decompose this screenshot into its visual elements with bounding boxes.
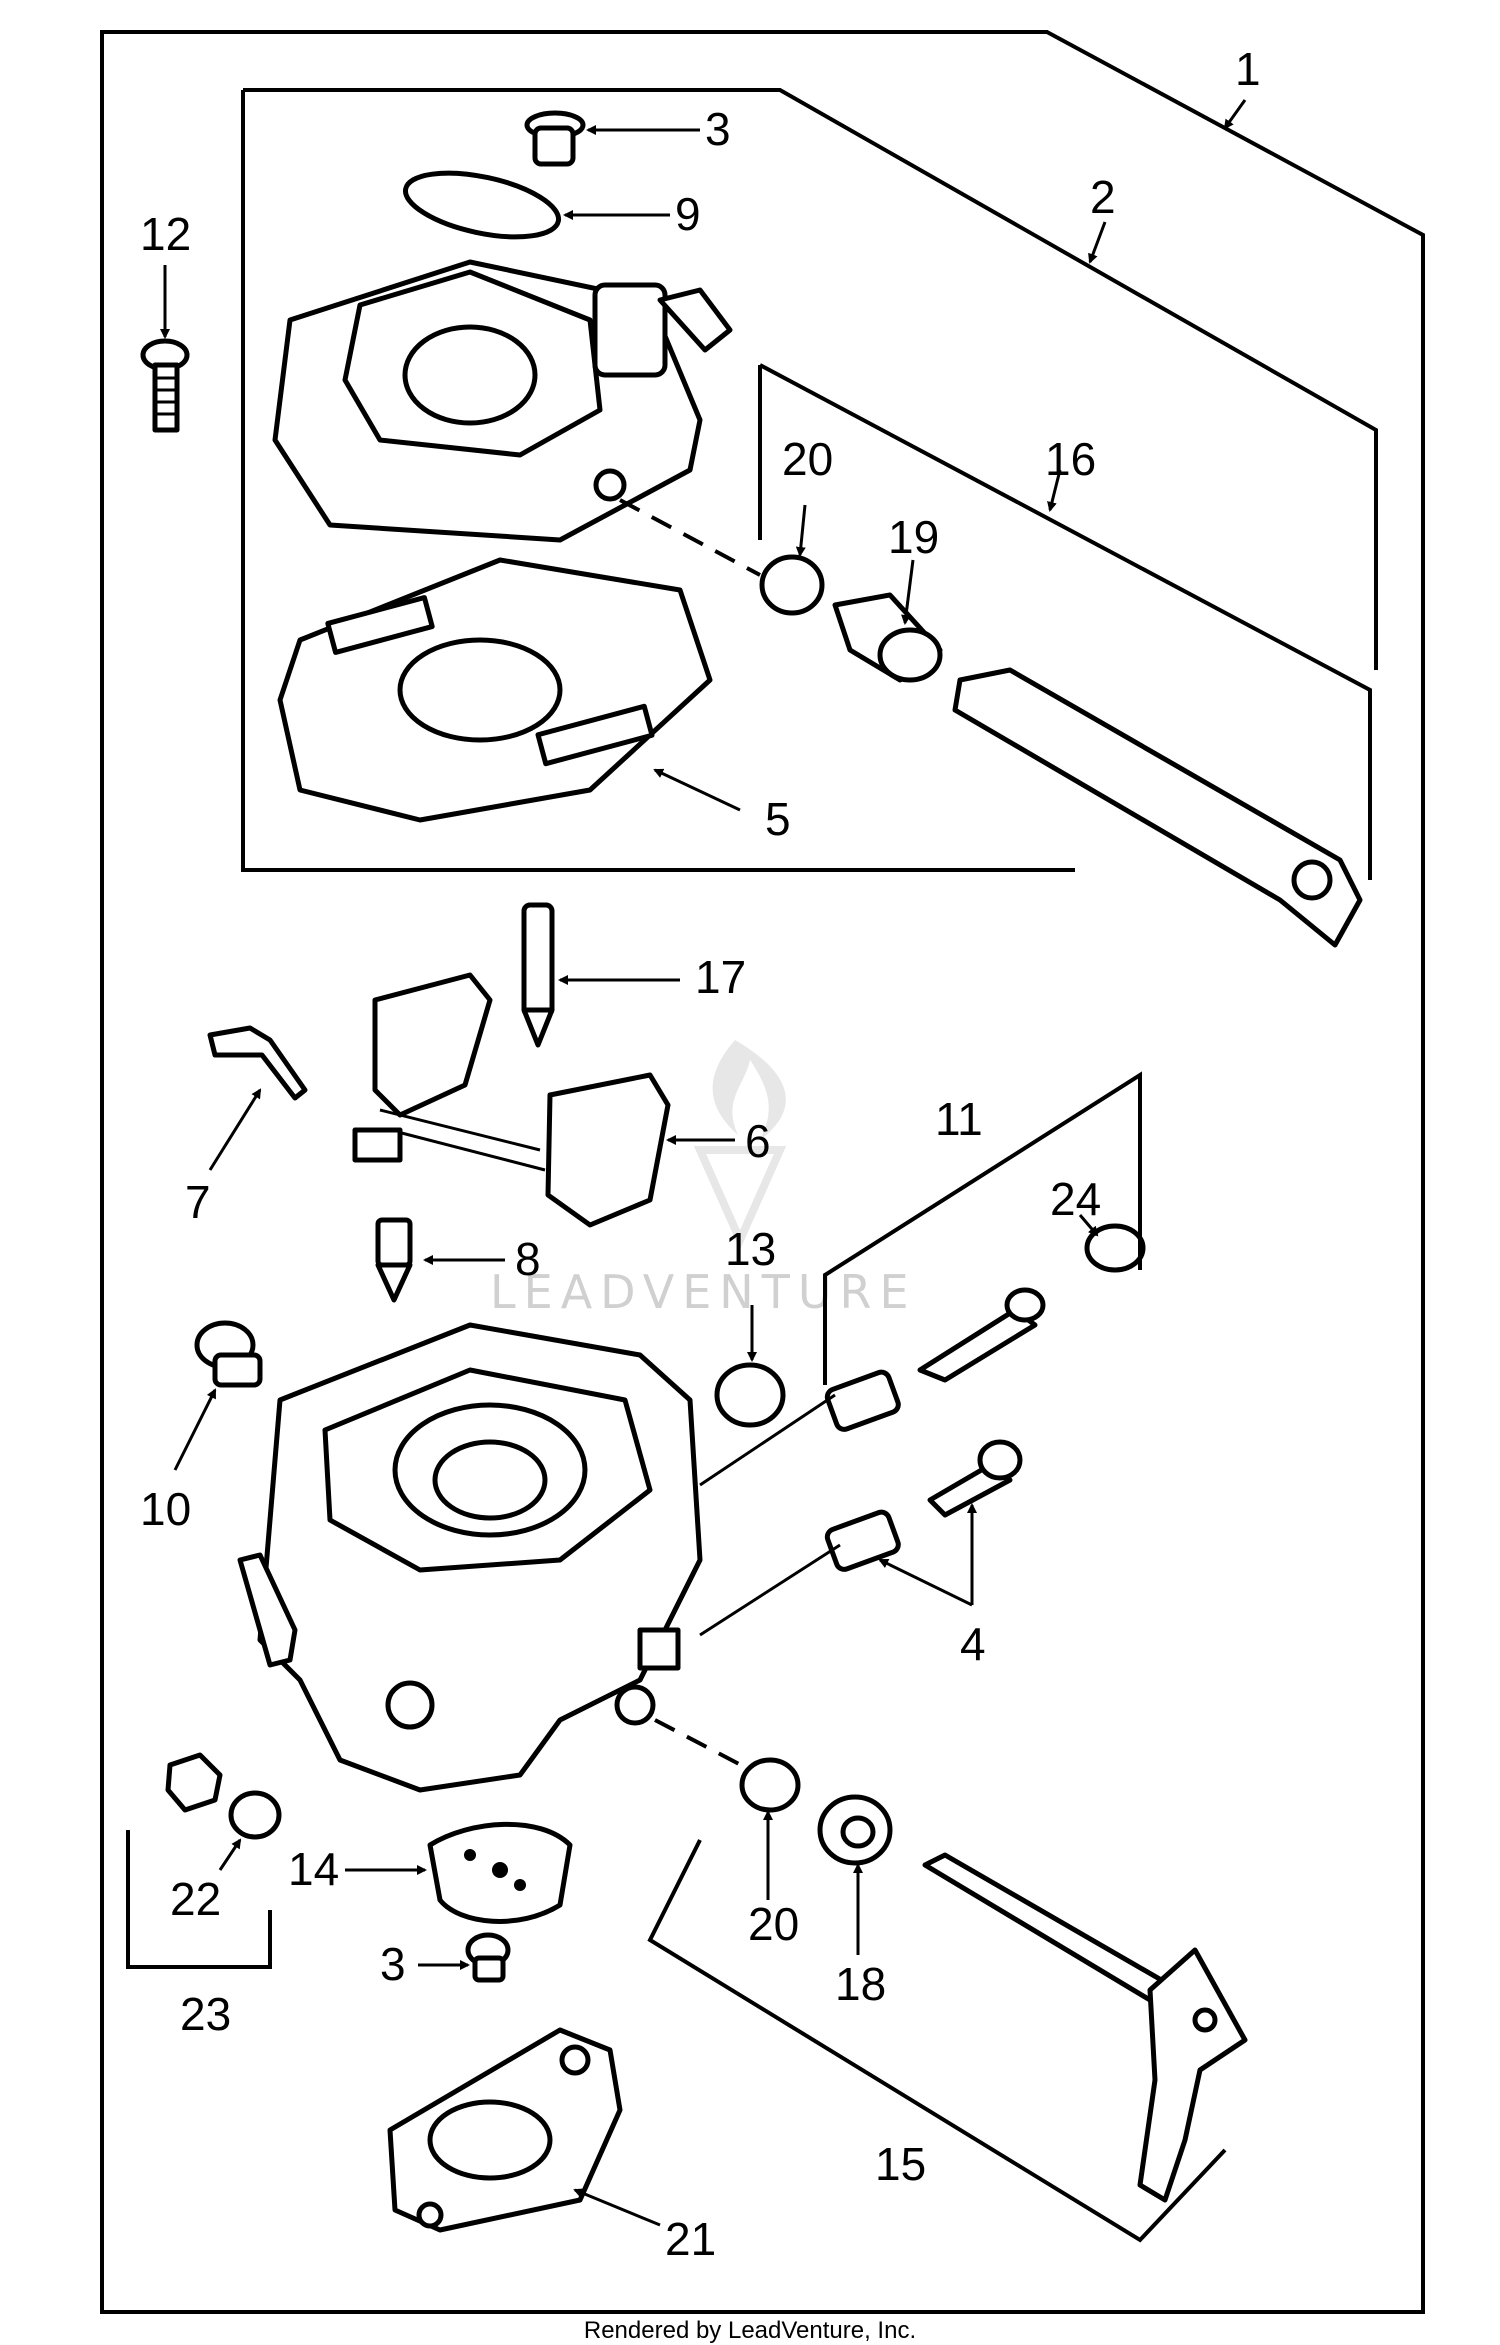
choke-axis-dash xyxy=(619,498,761,577)
float-pin-part-7 xyxy=(207,1025,308,1101)
callout-7: 7 xyxy=(185,1176,211,1228)
bracket-part-23 xyxy=(126,1830,272,1969)
callout-17: 17 xyxy=(695,951,746,1003)
idle-axis-dash xyxy=(699,1393,841,1637)
callout-21: 21 xyxy=(665,2213,716,2265)
gasket-part-9 xyxy=(402,170,562,240)
callout-6: 6 xyxy=(745,1115,771,1167)
bracket-part-11 xyxy=(823,1071,1142,1385)
callout-19: 19 xyxy=(888,511,939,563)
callout-3-top: 3 xyxy=(705,103,731,155)
callout-23: 23 xyxy=(180,1988,231,2040)
callout-20-bottom: 20 xyxy=(748,1898,799,1950)
screw-part-3-top xyxy=(524,110,586,167)
choke-shaft-part-16 xyxy=(952,667,1363,948)
bracket-part-15 xyxy=(647,1839,1227,2243)
carburetor-body xyxy=(237,1322,703,1793)
watermark-logo xyxy=(693,1040,787,1250)
washer-part-20-top xyxy=(759,554,825,616)
flange-gasket-part-21 xyxy=(387,2027,623,2233)
callout-16: 16 xyxy=(1045,433,1096,485)
leader-lines xyxy=(160,99,1247,2227)
callout-10: 10 xyxy=(140,1483,191,1535)
float-part-6 xyxy=(352,972,671,1228)
upper-body-frame xyxy=(241,88,1378,872)
drain-plug-part-22 xyxy=(165,1752,282,1840)
assembly-frame xyxy=(100,30,1425,2314)
bushing-part-19 xyxy=(832,592,943,683)
throttle-axis-dash xyxy=(654,1718,761,1777)
upper-body-casting xyxy=(272,259,733,543)
callout-9: 9 xyxy=(675,188,701,240)
screw-part-12 xyxy=(140,338,190,433)
seal-part-18 xyxy=(817,1794,893,1866)
callout-11: 11 xyxy=(935,1093,983,1145)
callout-15: 15 xyxy=(875,2138,926,2190)
needle-valve-part-8 xyxy=(375,1217,413,1303)
callout-1: 1 xyxy=(1235,43,1261,95)
screw-part-3-bottom xyxy=(465,1932,511,1983)
callout-4: 4 xyxy=(960,1618,986,1670)
callout-14: 14 xyxy=(288,1843,339,1895)
diaphragm-part-14 xyxy=(427,1821,573,1924)
inlet-needle-part-17 xyxy=(521,902,555,1048)
cap-part-24 xyxy=(1084,1223,1146,1273)
washer-part-20-bottom xyxy=(739,1757,801,1813)
callout-18: 18 xyxy=(835,1958,886,2010)
callout-22: 22 xyxy=(170,1873,221,1925)
welch-plug-part-13 xyxy=(714,1362,786,1428)
callout-20-top: 20 xyxy=(782,433,833,485)
callout-2: 2 xyxy=(1090,171,1116,223)
bracket-part-16 xyxy=(758,363,1372,880)
gasket-plate-part-5 xyxy=(277,557,713,823)
watermark-text: LEADVENTURE xyxy=(490,1265,917,1319)
callout-24: 24 xyxy=(1050,1173,1101,1225)
callout-5: 5 xyxy=(765,793,791,845)
plug-part-10 xyxy=(194,1320,263,1388)
idle-mixture-screw-part-11 xyxy=(824,1287,1046,1432)
throttle-shaft-part-15 xyxy=(922,1852,1248,2203)
callout-8: 8 xyxy=(515,1233,541,1285)
callout-13: 13 xyxy=(725,1223,776,1275)
footer-credit: Rendered by LeadVenture, Inc. xyxy=(584,2317,916,2344)
idle-speed-screw-part-4 xyxy=(824,1439,1023,1572)
callout-labels: 1 2 3 3 4 5 6 7 8 9 10 11 12 13 14 15 16… xyxy=(140,43,1261,2265)
callout-3-bottom: 3 xyxy=(380,1938,406,1990)
callout-12: 12 xyxy=(140,208,191,260)
